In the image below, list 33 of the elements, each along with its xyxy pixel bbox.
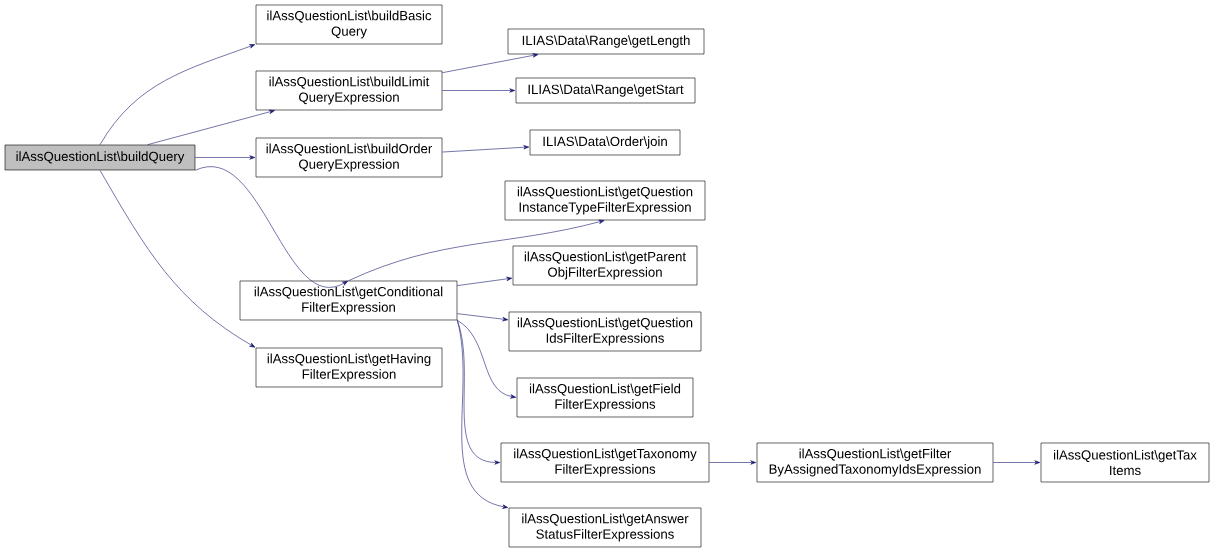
arrow (457, 320, 509, 509)
function-box: ilAssQuestionList\getQuestion InstanceTypeFilterExpression (504, 180, 706, 221)
arrow (195, 166, 349, 288)
arrow (993, 460, 1041, 465)
arrow (195, 155, 256, 160)
function-box: ilAssQuestionList\getFilter ByAssignedTaxonomyIdsExpression (756, 442, 994, 483)
function-box: ILIAS\Data\Range\getLength (507, 28, 705, 55)
function-box: ILIAS\Data\Order\join (529, 129, 681, 156)
function-box: ilAssQuestionList\buildBasic Query (255, 4, 443, 45)
function-box: ilAssQuestionList\getAnswer StatusFilterExpressions (508, 507, 702, 548)
function-box: ilAssQuestionList\getTax Items (1040, 442, 1210, 483)
arrow (709, 460, 757, 465)
function-box: ilAssQuestionList\getQuestion IdsFilterExpressions (508, 311, 702, 352)
function-box: ilAssQuestionList\buildQuery (4, 144, 196, 171)
function-box: ilAssQuestionList\getTaxonomy FilterExpressions (500, 442, 710, 483)
function-box: ilAssQuestionList\getParent ObjFilterExpression (512, 245, 698, 286)
arrow (348, 219, 605, 281)
arrow (442, 145, 530, 153)
function-box: ilAssQuestionList\getHaving FilterExpression (255, 347, 443, 388)
arrow (442, 88, 516, 93)
arrow (457, 320, 517, 399)
function-box: ILIAS\Data\Range\getStart (515, 77, 696, 104)
arrow (99, 44, 256, 145)
function-box: ilAssQuestionList\buildLimit QueryExpression (255, 70, 443, 111)
arrow (457, 320, 501, 465)
function-box: ilAssQuestionList\getField FilterExpressions (516, 377, 694, 418)
function-box: ilAssQuestionList\buildOrder QueryExpression (255, 137, 443, 178)
arrow (147, 109, 275, 145)
arrow (457, 276, 513, 286)
arrow (99, 170, 256, 348)
function-box: ilAssQuestionList\getConditional FilterExpression (239, 280, 458, 321)
arrow (442, 53, 539, 73)
arrow (457, 313, 509, 322)
